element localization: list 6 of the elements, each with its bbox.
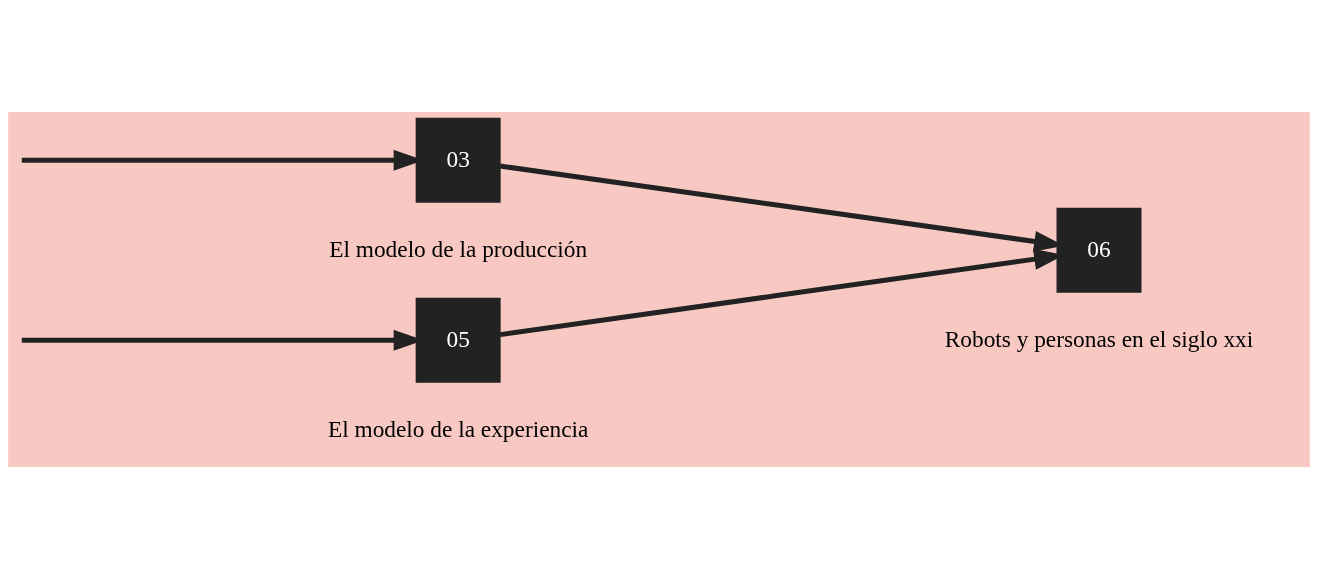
node-label: El modelo de la experiencia bbox=[327, 415, 589, 441]
node-label: El modelo de la producción bbox=[329, 235, 588, 261]
node-box: 03 bbox=[415, 117, 501, 203]
node-box: 05 bbox=[415, 297, 501, 383]
node-label: Robots y personas en el siglo xxi bbox=[944, 325, 1254, 351]
node-box: 06 bbox=[1056, 207, 1142, 293]
